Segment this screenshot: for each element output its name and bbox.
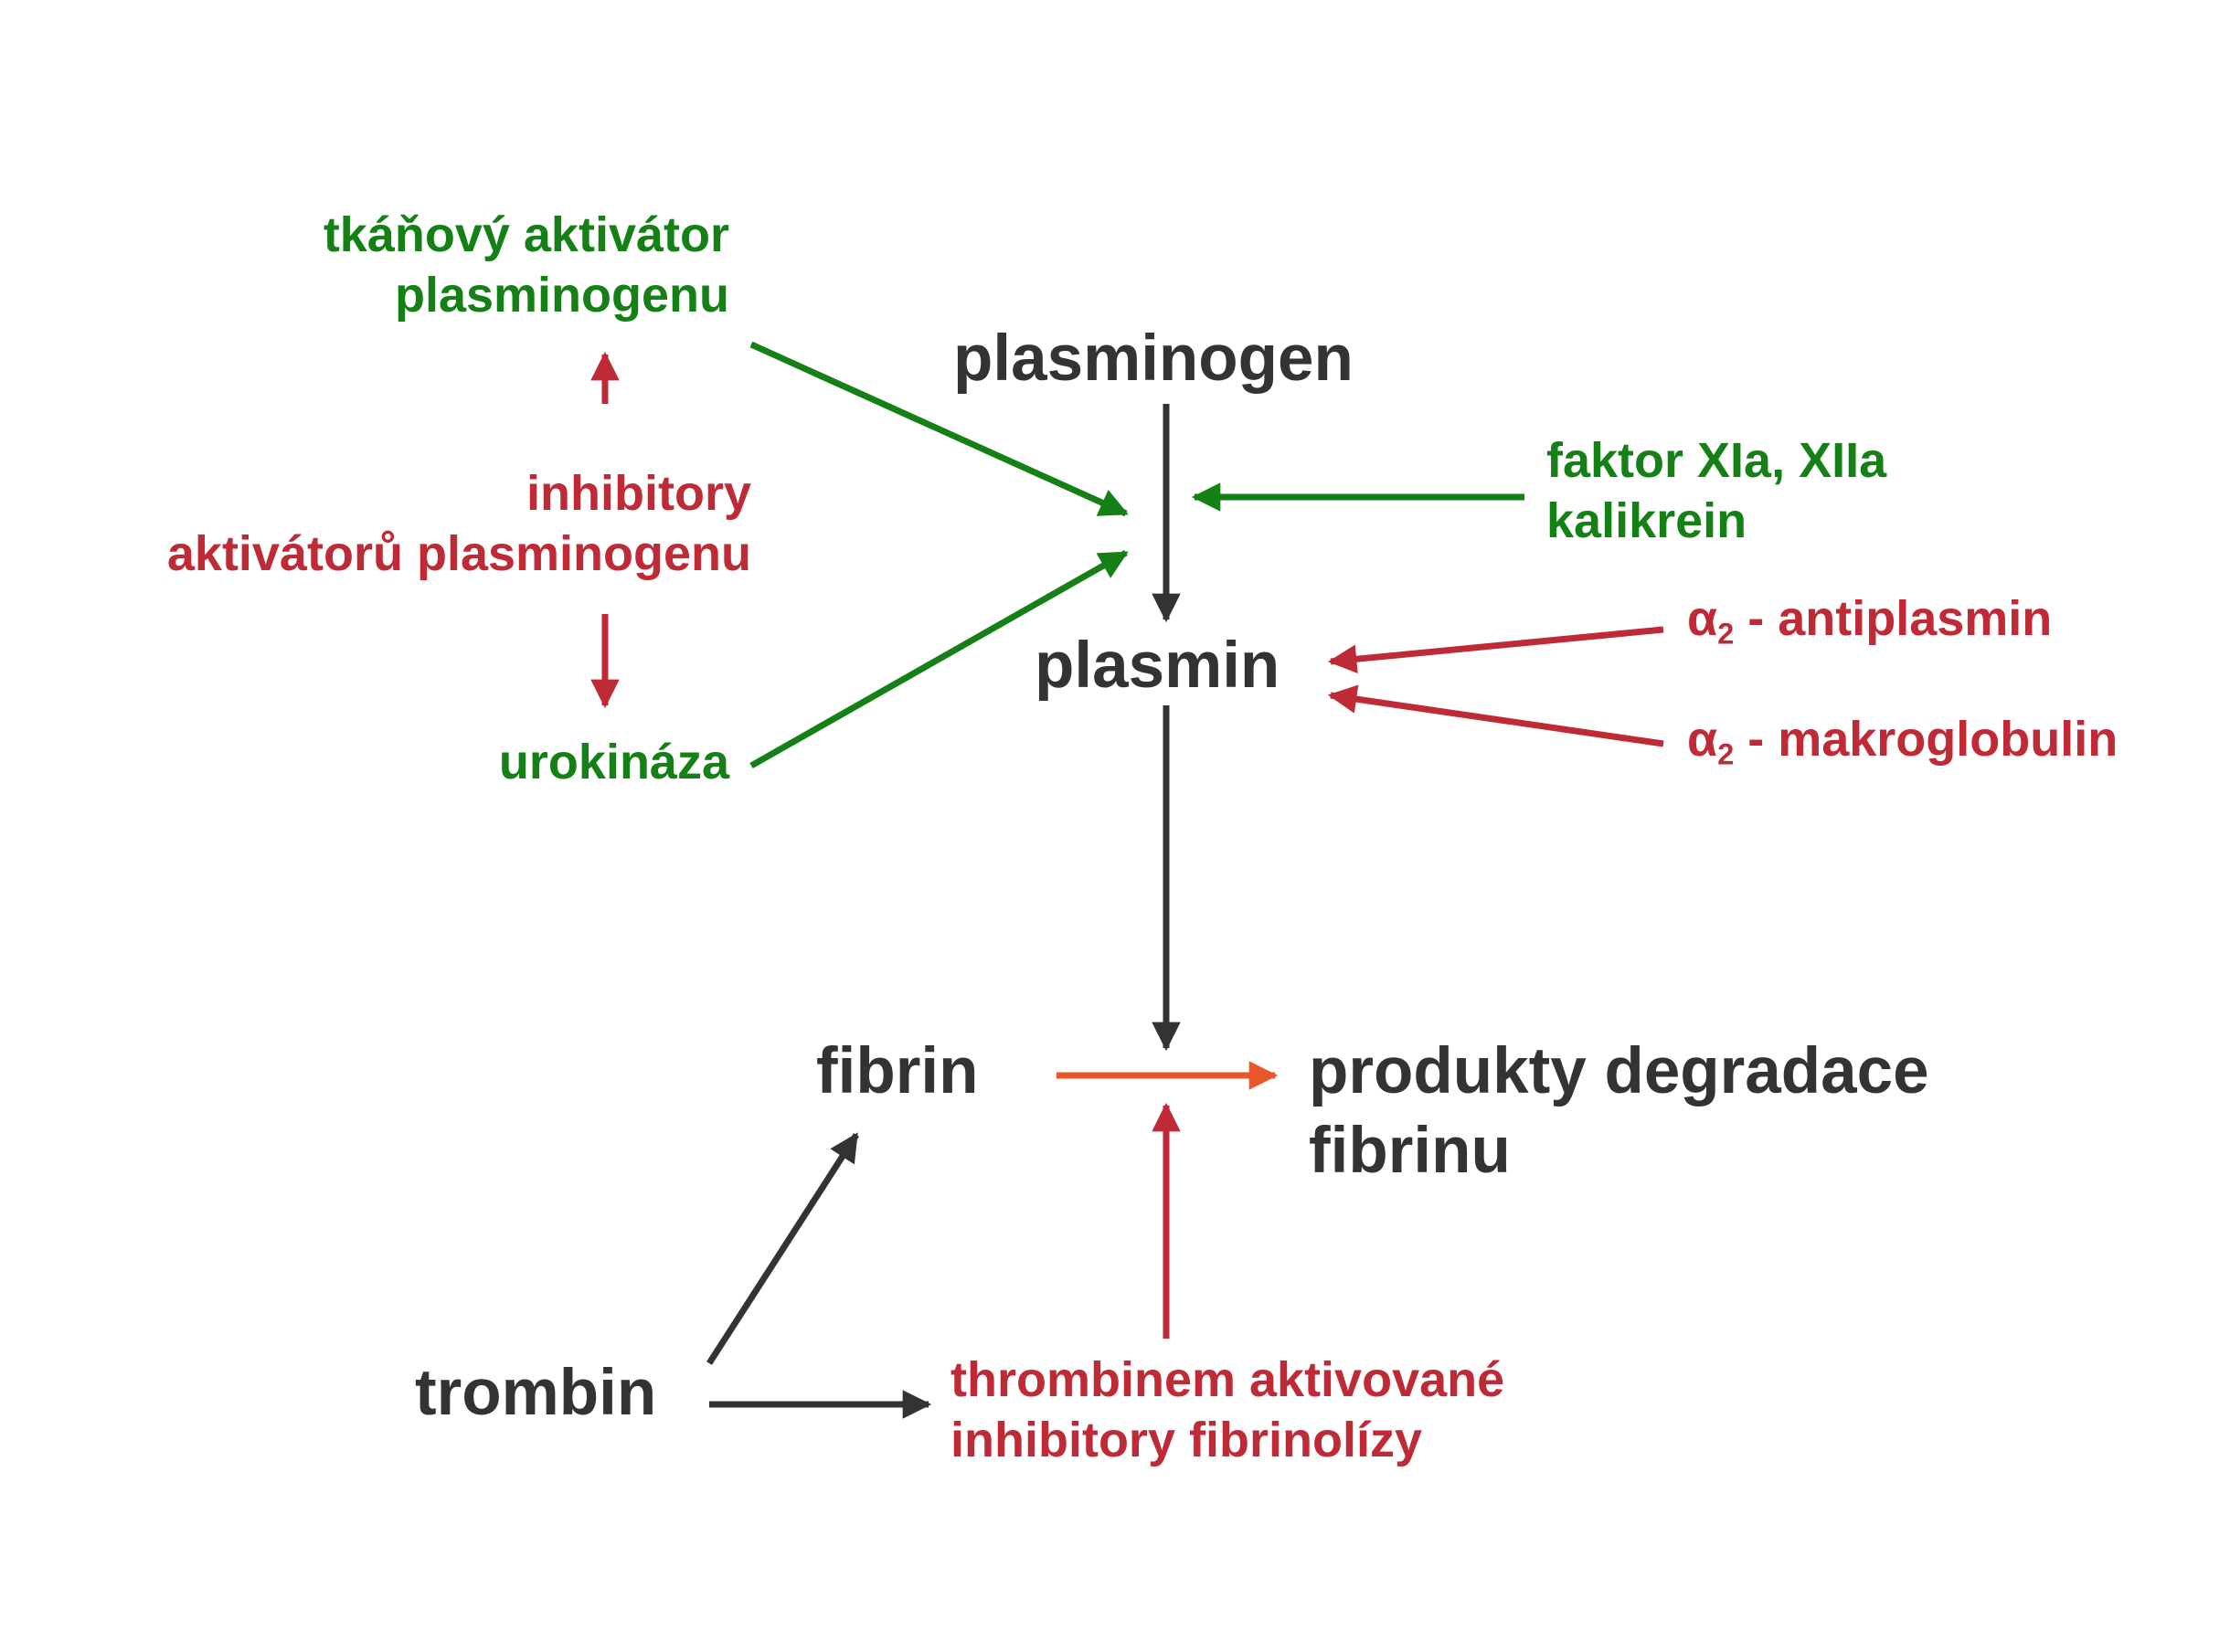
tafi-line-1: thrombinem aktivované bbox=[950, 1352, 1505, 1407]
antiplasmin-text: - antiplasmin bbox=[1734, 591, 2053, 646]
tissue-plasminogen-activator-label: tkáňový aktivátor plasminogenu bbox=[324, 206, 729, 326]
tafi-line-2: inhibitory fibrinolízy bbox=[950, 1412, 1422, 1467]
plasminogen-label: plasminogen bbox=[953, 323, 1354, 395]
macroglobulin-text: - makroglobulin bbox=[1734, 712, 2118, 767]
tpa-line-1: tkáňový aktivátor bbox=[323, 207, 729, 262]
alpha-subscript: 2 bbox=[1717, 737, 1735, 771]
alpha2-macroglobulin-label: α2 - makroglobulin bbox=[1687, 710, 2118, 773]
pai-line-1: inhibitory bbox=[526, 466, 751, 521]
alpha2-antiplasmin-label: α2 - antiplasmin bbox=[1687, 589, 2052, 652]
fibrin-label: fibrin bbox=[816, 1035, 979, 1107]
arrow-tpa-to-conversion bbox=[749, 341, 1129, 517]
alpha-symbol: α bbox=[1687, 712, 1718, 767]
factor-kallikrein-label: faktor XIa, XIIa kalikrein bbox=[1546, 431, 1886, 552]
arrow-antiplasmin-to-plasmin bbox=[1327, 626, 1664, 673]
plasmin-label: plasmin bbox=[1035, 630, 1280, 702]
arrow-trombin-to-fibrin bbox=[706, 1132, 859, 1365]
factor-line-1: faktor XIa, XIIa bbox=[1546, 433, 1887, 488]
tpa-line-2: plasminogenu bbox=[394, 267, 729, 323]
urokinase-label: urokináza bbox=[498, 735, 729, 789]
factor-line-2: kalikrein bbox=[1546, 492, 1747, 548]
arrow-macroglobulin-to-plasmin bbox=[1327, 684, 1664, 747]
plasminogen-activator-inhibitors-label: inhibitory aktivátorů plasminogenu bbox=[167, 464, 751, 585]
trombin-label: trombin bbox=[415, 1357, 657, 1429]
fdp-line-2: fibrinu bbox=[1309, 1114, 1511, 1187]
alpha-symbol: α bbox=[1687, 591, 1718, 646]
thrombin-activated-fibrinolysis-inhibitors-label: thrombinem aktivované inhibitory fibrino… bbox=[950, 1350, 1504, 1471]
arrow-urokinase-to-conversion bbox=[749, 549, 1129, 769]
pai-line-2: aktivátorů plasminogenu bbox=[166, 525, 751, 581]
alpha-subscript: 2 bbox=[1717, 617, 1735, 651]
fdp-line-1: produkty degradace bbox=[1309, 1035, 1929, 1107]
fibrin-degradation-products-label: produkty degradace fibrinu bbox=[1309, 1032, 1929, 1191]
